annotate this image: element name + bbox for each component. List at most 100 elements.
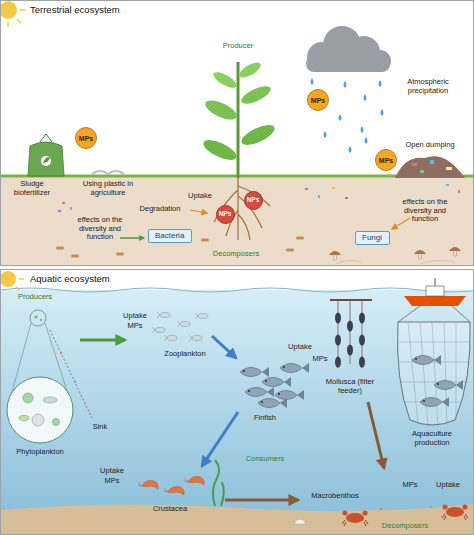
trophic-arrows bbox=[225, 499, 298, 502]
sun-symbol bbox=[8, 10, 25, 27]
zooplankton-group bbox=[177, 321, 190, 327]
dump-pile bbox=[395, 156, 465, 178]
microplastic-badge: MPs bbox=[307, 89, 329, 111]
fish-school bbox=[245, 387, 274, 397]
annotation-label: MPs bbox=[97, 477, 127, 486]
rain-drops bbox=[379, 80, 382, 87]
terrestrial-scene bbox=[0, 176, 474, 266]
phytoplankton-zoom bbox=[7, 377, 73, 443]
aquaculture-net bbox=[412, 355, 441, 365]
benthos-group bbox=[380, 508, 382, 510]
annotation-label: Using plastic in agriculture bbox=[79, 180, 137, 197]
fish-school bbox=[240, 363, 309, 408]
dump-pile bbox=[420, 170, 424, 173]
annotation-label: effects on the diversity and function bbox=[66, 216, 134, 242]
mussel-line bbox=[330, 299, 372, 301]
phytoplankton-zoom bbox=[32, 414, 44, 426]
zooplankton-group bbox=[157, 312, 170, 318]
trophic-arrows bbox=[212, 336, 236, 358]
soil-particles bbox=[446, 184, 449, 186]
annotation-label: Crustacea bbox=[145, 505, 195, 514]
zooplankton-group bbox=[189, 335, 202, 341]
phytoplankton-zoom bbox=[35, 316, 38, 319]
aquatic-scene bbox=[1, 270, 474, 535]
rain-drops bbox=[361, 126, 364, 133]
annotation-label: Phytoplankton bbox=[5, 448, 75, 457]
box-label: Bacteria bbox=[155, 231, 185, 241]
effect-arrows bbox=[190, 210, 207, 213]
aquaculture-net bbox=[434, 380, 463, 390]
mussel-line bbox=[359, 313, 365, 324]
plant-shoot bbox=[203, 96, 240, 123]
plant-shoot bbox=[201, 136, 240, 164]
annotation-label: MPs bbox=[120, 322, 150, 331]
rain-drops bbox=[339, 114, 342, 121]
rain-drops bbox=[365, 137, 368, 144]
box-label: Fungi bbox=[362, 233, 383, 243]
rain-cloud bbox=[306, 56, 390, 72]
effect-arrows bbox=[120, 237, 144, 239]
soil-fungi bbox=[329, 251, 341, 260]
dump-pile bbox=[430, 160, 434, 164]
annotation-label: MPs bbox=[310, 355, 330, 364]
sinking-path bbox=[74, 381, 76, 383]
rain-drops bbox=[311, 78, 314, 85]
sun-symbol bbox=[16, 279, 24, 290]
soil-bacteria bbox=[201, 239, 209, 242]
phytoplankton-zoom bbox=[40, 319, 42, 321]
rain-drops bbox=[364, 94, 367, 101]
phytoplankton-zoom bbox=[23, 393, 33, 403]
badge-circle bbox=[76, 128, 97, 149]
annotation-label: Producer bbox=[208, 42, 268, 51]
annotation-label: Uptake bbox=[92, 467, 132, 476]
soil-bacteria bbox=[71, 255, 79, 258]
soil-particles bbox=[318, 195, 320, 198]
sun-symbol bbox=[0, 271, 24, 290]
sludge-bag bbox=[41, 156, 51, 166]
sinking-path bbox=[60, 352, 62, 354]
plant-roots bbox=[214, 178, 270, 240]
phytoplankton-zoom bbox=[7, 310, 73, 443]
crustacea-group bbox=[184, 477, 204, 485]
sludge-bag bbox=[40, 134, 52, 142]
soil-bacteria bbox=[286, 249, 294, 252]
seaweed bbox=[213, 460, 224, 506]
annotation-label: Uptake bbox=[180, 192, 220, 201]
badge-circle bbox=[308, 90, 329, 111]
soil-particles bbox=[458, 190, 460, 193]
rain-drops bbox=[311, 78, 384, 153]
trophic-arrows bbox=[368, 402, 384, 468]
plant-shoot bbox=[239, 121, 278, 149]
aquatic-scene bbox=[0, 269, 474, 535]
sun-symbol bbox=[0, 271, 16, 287]
fish-school bbox=[280, 363, 309, 373]
badge-circle bbox=[216, 205, 234, 223]
mussel-line bbox=[347, 321, 353, 332]
zooplankton-group bbox=[164, 335, 177, 341]
effect-arrows bbox=[392, 218, 410, 229]
benthos-group bbox=[430, 506, 432, 508]
zooplankton-group bbox=[152, 327, 165, 333]
aquatic-scene bbox=[0, 288, 474, 292]
fishing-boat bbox=[404, 278, 466, 306]
soil-particles bbox=[305, 188, 308, 190]
aquaculture-net bbox=[398, 322, 471, 425]
zooplankton-group bbox=[195, 313, 208, 319]
badge-label: MPs bbox=[379, 157, 393, 164]
trophic-arrows bbox=[202, 412, 238, 466]
soil-particles bbox=[58, 210, 61, 212]
rain-cloud bbox=[306, 26, 391, 72]
crustacea-group bbox=[164, 487, 184, 495]
trophic-arrows bbox=[80, 336, 384, 500]
phytoplankton-zoom bbox=[43, 397, 57, 403]
aquatic-scene bbox=[0, 290, 474, 535]
plant-shoot bbox=[239, 83, 273, 107]
plant-shoot bbox=[201, 60, 278, 178]
soil-fungi bbox=[414, 250, 426, 259]
annotation-label: Sink bbox=[85, 423, 115, 432]
nanoplastic-badge: NPs bbox=[216, 205, 235, 224]
soil-particles bbox=[62, 202, 65, 204]
